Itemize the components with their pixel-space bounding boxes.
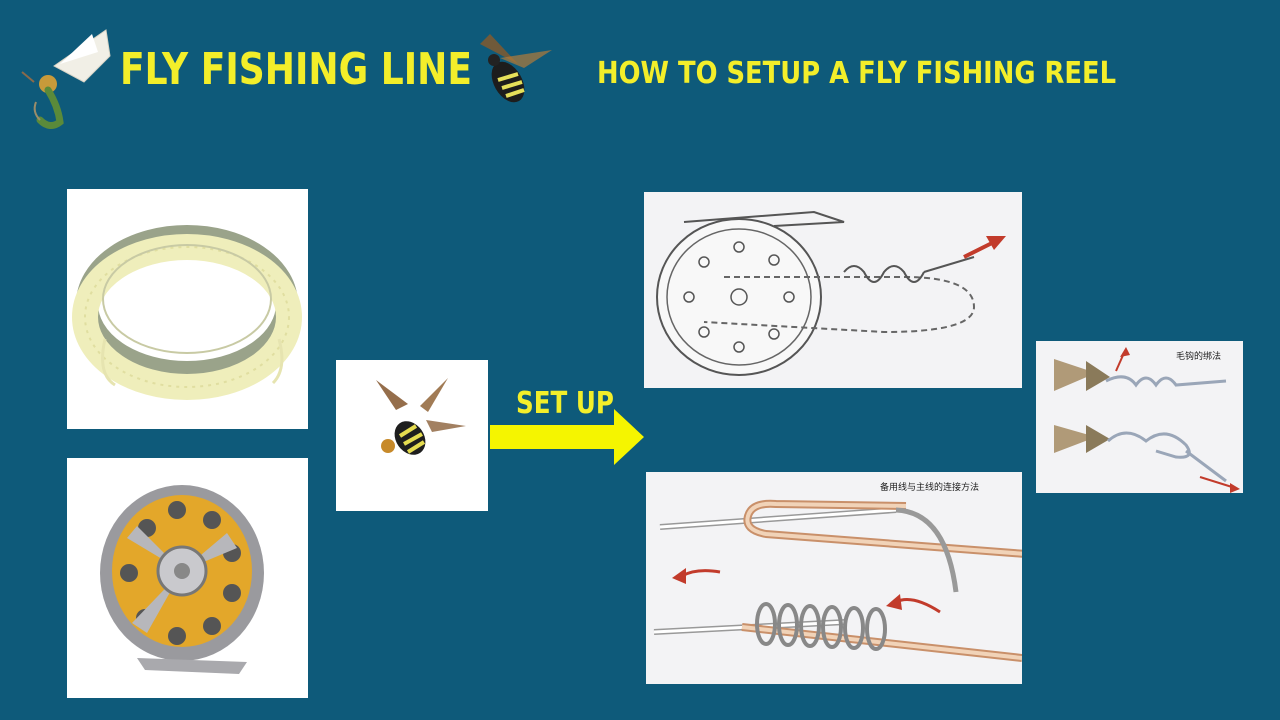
setup-label: SET UP	[516, 386, 614, 421]
reel-arbor-knot-diagram	[644, 192, 1022, 388]
right-arrow-icon	[490, 409, 646, 465]
page-title: FLY FISHING LINE	[120, 44, 473, 95]
fly-lure-icon	[14, 26, 114, 130]
fly-line-coil-image	[67, 189, 308, 429]
page-subtitle: HOW TO SETUP A FLY FISHING REEL	[597, 56, 1117, 91]
line-join-diagram: 备用线与主线的连接方法	[646, 472, 1022, 684]
fly-reel-image	[67, 458, 308, 698]
fly-image	[336, 360, 488, 511]
line-join-caption: 备用线与主线的连接方法	[880, 483, 980, 493]
fly-knot-diagram: 毛钩的绑法	[1036, 341, 1243, 493]
bee-fly-icon	[460, 30, 556, 110]
fly-knot-caption: 毛钩的绑法	[1176, 352, 1222, 362]
